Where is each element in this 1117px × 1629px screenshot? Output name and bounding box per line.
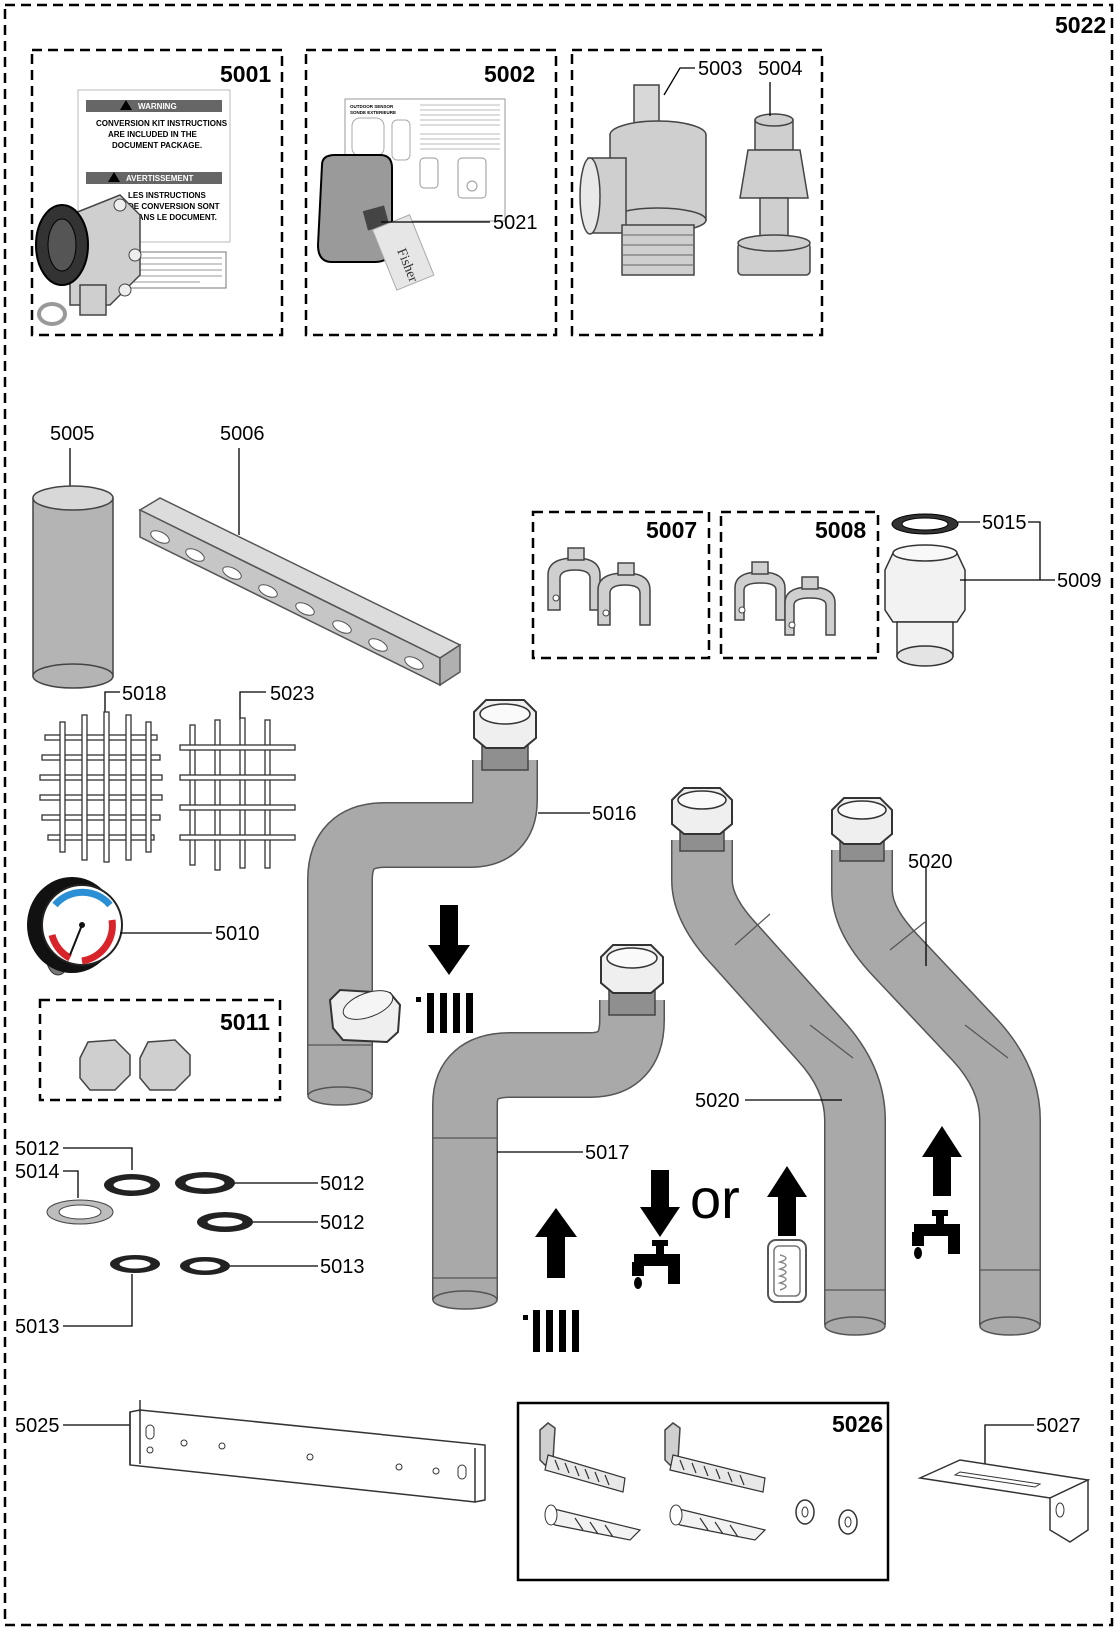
kit-label-5001: 5001	[220, 61, 271, 87]
pipe-5020-left	[671, 787, 886, 1336]
leader-5015-5009-bracket	[1028, 521, 1041, 580]
part-label-5025: 5025	[15, 1415, 60, 1437]
kit-box-5001	[30, 48, 284, 337]
part-label-5015: 5015	[982, 512, 1027, 534]
leader-5012-left	[63, 1147, 133, 1170]
radiator-icon	[416, 993, 473, 1033]
grille-5023	[179, 717, 296, 871]
screws-and-plugs-5026	[539, 1422, 858, 1541]
part-label-5016: 5016	[592, 803, 637, 825]
gasket-ring-5012-c	[197, 1212, 253, 1232]
sensor-doc-heading-1: OUTDOOR SENSOR	[350, 104, 394, 109]
part-label-5021: 5021	[493, 212, 538, 234]
gasket-ring-5013-a	[110, 1255, 160, 1273]
kit-label-5008: 5008	[815, 517, 866, 543]
outdoor-sensor-part: Fisher	[316, 154, 435, 291]
part-label-5020-right: 5020	[908, 851, 953, 873]
leader-5014	[63, 1170, 79, 1198]
kit-box-5003-5004	[570, 48, 824, 337]
kit-box-5011	[38, 998, 282, 1102]
fr-line-3: DANS LE DOCUMENT.	[132, 213, 217, 222]
leader-5013-left	[63, 1274, 133, 1327]
part-label-5018: 5018	[122, 683, 167, 705]
part-label-5014: 5014	[15, 1161, 60, 1183]
support-bracket-5027	[917, 1459, 1091, 1543]
gasket-5015	[891, 513, 959, 535]
pipe-5020-right	[831, 797, 1041, 1336]
arrow-down-icon	[640, 1170, 680, 1237]
kit-label-5002: 5002	[484, 61, 535, 87]
warning-heading: WARNING	[138, 102, 177, 111]
arrow-up-icon	[767, 1166, 807, 1236]
arrow-up-icon	[535, 1208, 577, 1278]
or-word: or	[690, 1167, 740, 1230]
part-label-5012-left: 5012	[15, 1138, 60, 1160]
grille-5018	[39, 711, 163, 863]
part-label-5010: 5010	[215, 923, 260, 945]
pressure-gauge-5010	[27, 877, 123, 976]
part-label-5003: 5003	[698, 58, 743, 80]
leader-5023	[239, 691, 266, 720]
arrow-up-icon	[922, 1126, 962, 1196]
tank-icon	[767, 1239, 807, 1303]
gasket-ring-5013-b	[180, 1257, 230, 1275]
warning-line-2: ARE INCLUDED IN THE	[108, 130, 198, 139]
warning-triangle-icon	[120, 100, 132, 110]
kit-label-5026: 5026	[832, 1411, 883, 1437]
sensor-doc-heading-2: SONDE EXTERIEURE	[350, 110, 396, 115]
pipe-5016	[307, 699, 538, 1106]
part-label-5012-right-a: 5012	[320, 1173, 365, 1195]
gasket-ring-5012-b	[175, 1172, 235, 1194]
part-label-5012-right-b: 5012	[320, 1212, 365, 1234]
kit-box-5026	[516, 1401, 890, 1582]
arrow-down-icon	[428, 905, 470, 975]
part-label-5004: 5004	[758, 58, 803, 80]
faucet-icon	[912, 1210, 960, 1259]
fr-line-1: LES INSTRUCTIONS	[128, 191, 206, 200]
kit-label-5011: 5011	[220, 1009, 270, 1035]
gasket-ring-5012-a	[104, 1174, 160, 1196]
pipe-clamps-5008	[734, 561, 836, 636]
radiator-icon	[523, 1310, 579, 1352]
wall-bracket-5025	[129, 1400, 486, 1503]
kit-label-5022: 5022	[1055, 12, 1106, 38]
part-label-5020-left: 5020	[695, 1090, 740, 1112]
leader-5027	[984, 1424, 1034, 1480]
part-label-5027: 5027	[1036, 1415, 1081, 1437]
part-label-5017: 5017	[585, 1142, 630, 1164]
part-label-5023: 5023	[270, 683, 315, 705]
kit-label-5007: 5007	[646, 517, 697, 543]
fill-valve-5004	[737, 113, 811, 276]
pipe-clamps-5007	[547, 547, 651, 626]
mounting-rail-5006	[138, 497, 462, 687]
kit-box-5007	[531, 510, 711, 660]
kit-frame-5022	[3, 3, 1114, 1627]
warning-line-1: CONVERSION KIT INSTRUCTIONS	[96, 119, 228, 128]
kit-box-5008	[719, 510, 880, 660]
avertissement-heading: AVERTISSEMENT	[126, 174, 194, 183]
flue-tube-5005	[32, 485, 114, 689]
caps-5011	[79, 1039, 191, 1091]
part-label-5009: 5009	[1057, 570, 1102, 592]
gasket-ring-5014	[46, 1199, 114, 1225]
leader-5003	[663, 67, 695, 96]
warning-triangle-icon	[108, 172, 120, 182]
part-label-5013-left: 5013	[15, 1316, 60, 1338]
part-label-5006: 5006	[220, 423, 265, 445]
pipe-5017	[432, 944, 665, 1310]
leader-5018	[104, 691, 120, 720]
gas-valve-part	[35, 194, 142, 326]
part-label-5013-right: 5013	[320, 1256, 365, 1278]
warning-line-3: DOCUMENT PACKAGE.	[112, 141, 202, 150]
faucet-icon	[632, 1240, 680, 1289]
part-label-5005: 5005	[50, 423, 95, 445]
fr-line-2: DE CONVERSION SONT	[128, 202, 220, 211]
pressure-relief-valve-5003	[579, 84, 707, 276]
adapter-fitting-5009	[884, 544, 966, 667]
kit-box-5002	[304, 48, 558, 337]
